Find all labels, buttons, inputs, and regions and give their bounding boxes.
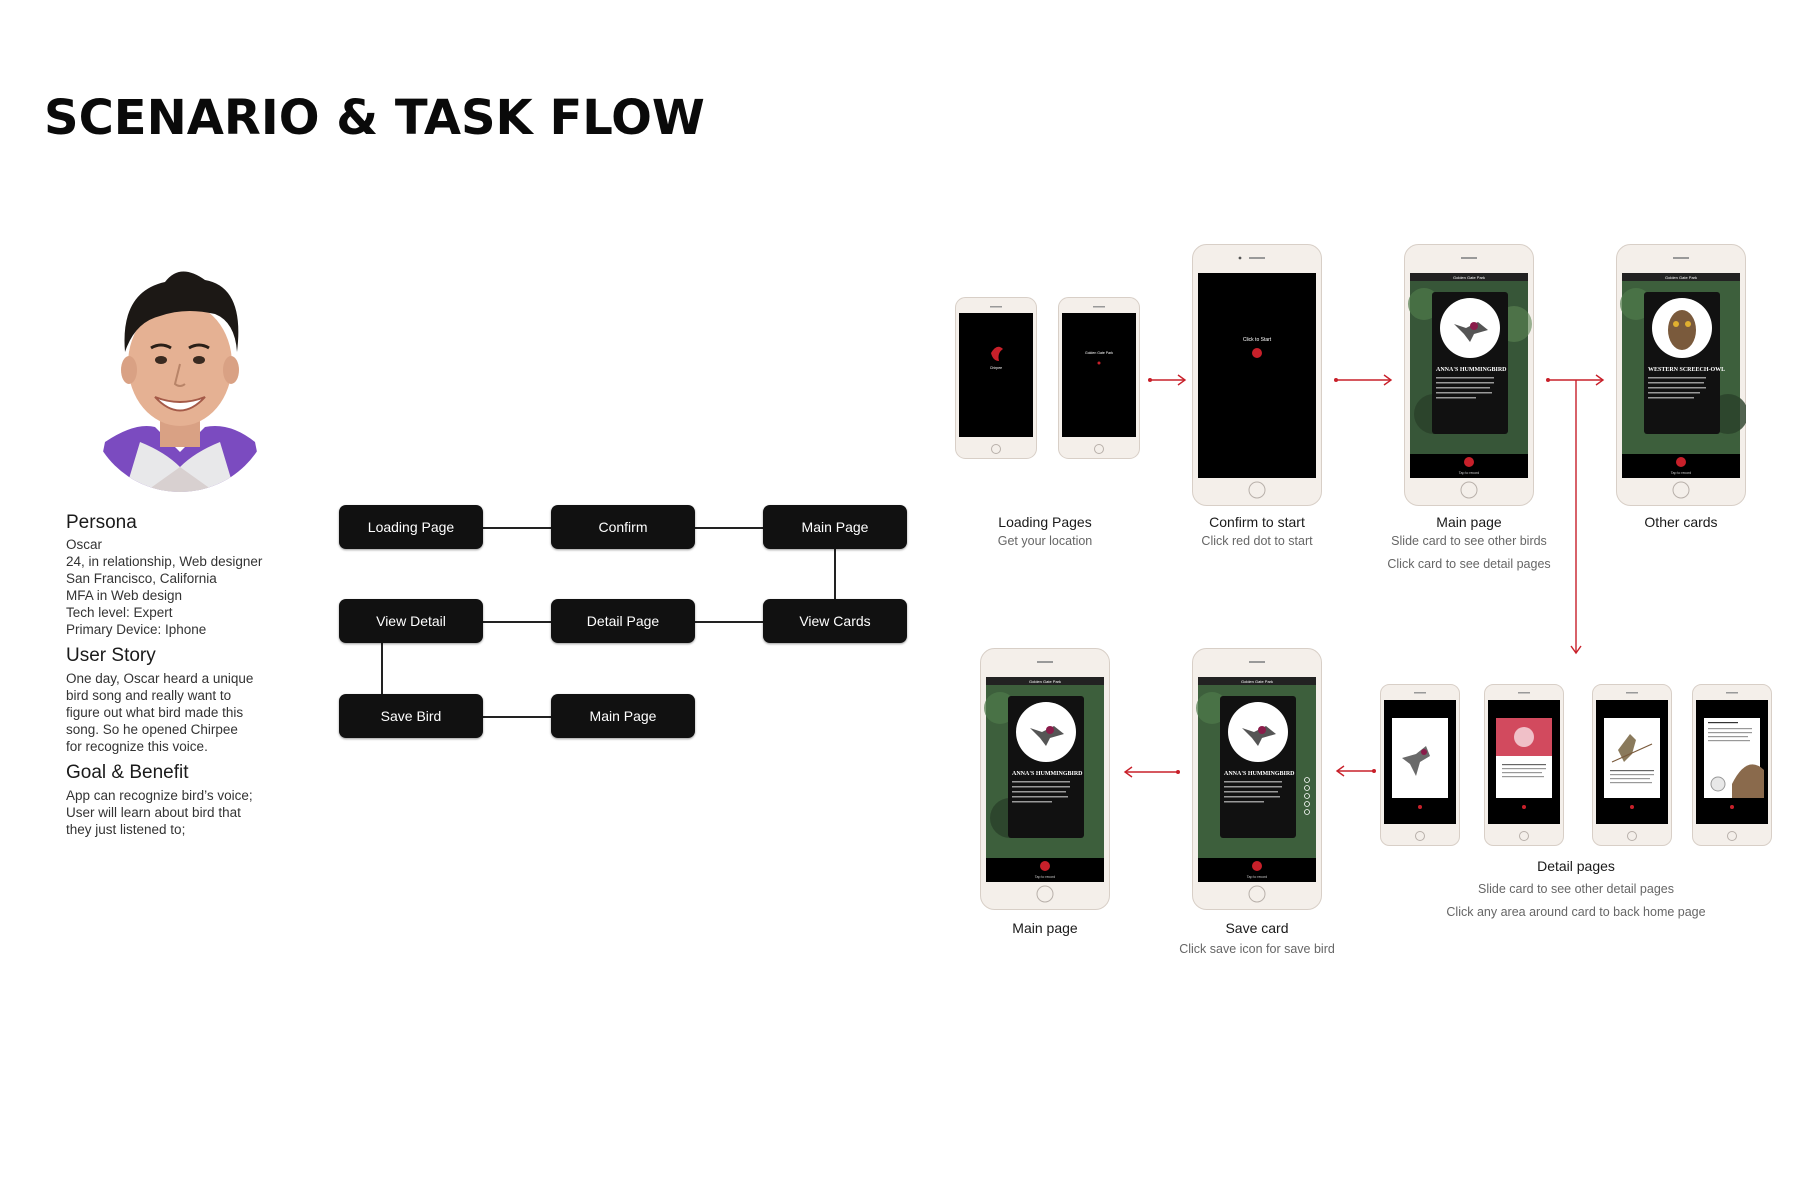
phone-detail-3 <box>1592 684 1672 846</box>
bird-name-text: ANNA'S HUMMINGBIRD <box>1436 367 1507 373</box>
flow-connector <box>482 621 552 623</box>
bird-name-text: ANNA'S HUMMINGBIRD <box>1012 771 1083 777</box>
user-story-line: One day, Oscar heard a unique <box>66 671 254 686</box>
persona-line: San Francisco, California <box>66 571 217 586</box>
flow-connector <box>482 716 552 718</box>
flow-connector <box>694 527 764 529</box>
tap-to-record-text: Tap to record <box>1459 471 1479 475</box>
caption-confirm-sub: Click red dot to start <box>1201 534 1313 548</box>
caption-detail-title: Detail pages <box>1537 858 1615 874</box>
flow-connector <box>482 527 552 529</box>
phone-loading-1: Chirpee <box>955 297 1037 459</box>
flow-box-save-bird: Save Bird <box>339 694 483 738</box>
phone-detail-2 <box>1484 684 1564 846</box>
persona-line: Primary Device: Iphone <box>66 622 207 637</box>
page-title: SCENARIO & TASK FLOW <box>44 90 705 146</box>
caption-other-title: Other cards <box>1644 514 1718 530</box>
brand-text: Chirpee <box>990 366 1002 370</box>
flow-box-confirm: Confirm <box>551 505 695 549</box>
goal-line: App can recognize bird’s voice; <box>66 788 253 803</box>
bird-name-text: WESTERN SCREECH-OWL <box>1648 367 1725 373</box>
phone-main-page-2: Golden Gate Park ANNA'S HUMMINGBIRD Tap … <box>980 648 1110 910</box>
tap-to-record-text: Tap to record <box>1671 471 1691 475</box>
flow-box-main-page: Main Page <box>763 505 907 549</box>
click-to-start-text: Click to Start <box>1243 337 1272 343</box>
caption-loading-sub: Get your location <box>997 534 1093 548</box>
caption-loading-title: Loading Pages <box>998 514 1092 530</box>
persona-line: Oscar <box>66 537 103 552</box>
persona-line: 24, in relationship, Web designer <box>66 554 263 569</box>
phone-detail-4 <box>1692 684 1772 846</box>
phone-main-page: Golden Gate Park ANNA'S HUMMINGBIRD Tap … <box>1404 244 1534 506</box>
flow-box-view-cards: View Cards <box>763 599 907 643</box>
location-text: Golden Gate Park <box>1665 275 1697 280</box>
tap-to-record-text: Tap to record <box>1247 875 1267 879</box>
location-text: Golden Gate Park <box>1085 351 1113 355</box>
user-story-heading: User Story <box>66 645 156 666</box>
goal-line: User will learn about bird that <box>66 805 241 820</box>
caption-detail-sub-1: Slide card to see other detail pages <box>1478 882 1674 896</box>
goal-line: they just listened to; <box>66 822 186 837</box>
flow-box-view-detail: View Detail <box>339 599 483 643</box>
flow-box-main-page-2: Main Page <box>551 694 695 738</box>
persona-heading: Persona <box>66 512 137 533</box>
persona-avatar <box>88 271 272 492</box>
phone-loading-2: Golden Gate Park <box>1058 297 1140 459</box>
user-story-line: bird song and really want to <box>66 688 232 703</box>
caption-save-sub: Click save icon for save bird <box>1179 942 1335 956</box>
user-story-line: for recognize this voice. <box>66 739 208 754</box>
phone-detail-1 <box>1380 684 1460 846</box>
caption-main-sub-1: Slide card to see other birds <box>1391 534 1547 548</box>
user-story-line: figure out what bird made this <box>66 705 244 720</box>
flow-connector <box>381 643 383 695</box>
tap-to-record-text: Tap to record <box>1035 875 1055 879</box>
phone-save-card: Golden Gate Park ANNA'S HUMMINGBIRD Tap … <box>1192 648 1322 910</box>
goal-heading: Goal & Benefit <box>66 762 189 783</box>
phone-confirm: Click to Start <box>1192 244 1322 506</box>
flow-connector <box>834 549 836 601</box>
flow-box-loading-page: Loading Page <box>339 505 483 549</box>
caption-detail-sub-2: Click any area around card to back home … <box>1446 905 1706 919</box>
flow-connector <box>694 621 764 623</box>
location-text: Golden Gate Park <box>1029 679 1061 684</box>
user-story-line: song. So he opened Chirpee <box>66 722 238 737</box>
location-text: Golden Gate Park <box>1453 275 1485 280</box>
caption-main-sub-2: Click card to see detail pages <box>1387 557 1551 571</box>
caption-main2-title: Main page <box>1012 920 1078 936</box>
location-text: Golden Gate Park <box>1241 679 1273 684</box>
phone-other-cards: Golden Gate Park WESTERN SCREECH-OWL Tap… <box>1616 244 1746 506</box>
bird-name-text: ANNA'S HUMMINGBIRD <box>1224 771 1295 777</box>
flow-box-detail-page: Detail Page <box>551 599 695 643</box>
caption-confirm-title: Confirm to start <box>1209 514 1305 530</box>
caption-save-title: Save card <box>1225 920 1289 936</box>
persona-line: MFA in Web design <box>66 588 183 603</box>
persona-line: Tech level: Expert <box>66 605 173 620</box>
caption-main-title: Main page <box>1436 514 1502 530</box>
